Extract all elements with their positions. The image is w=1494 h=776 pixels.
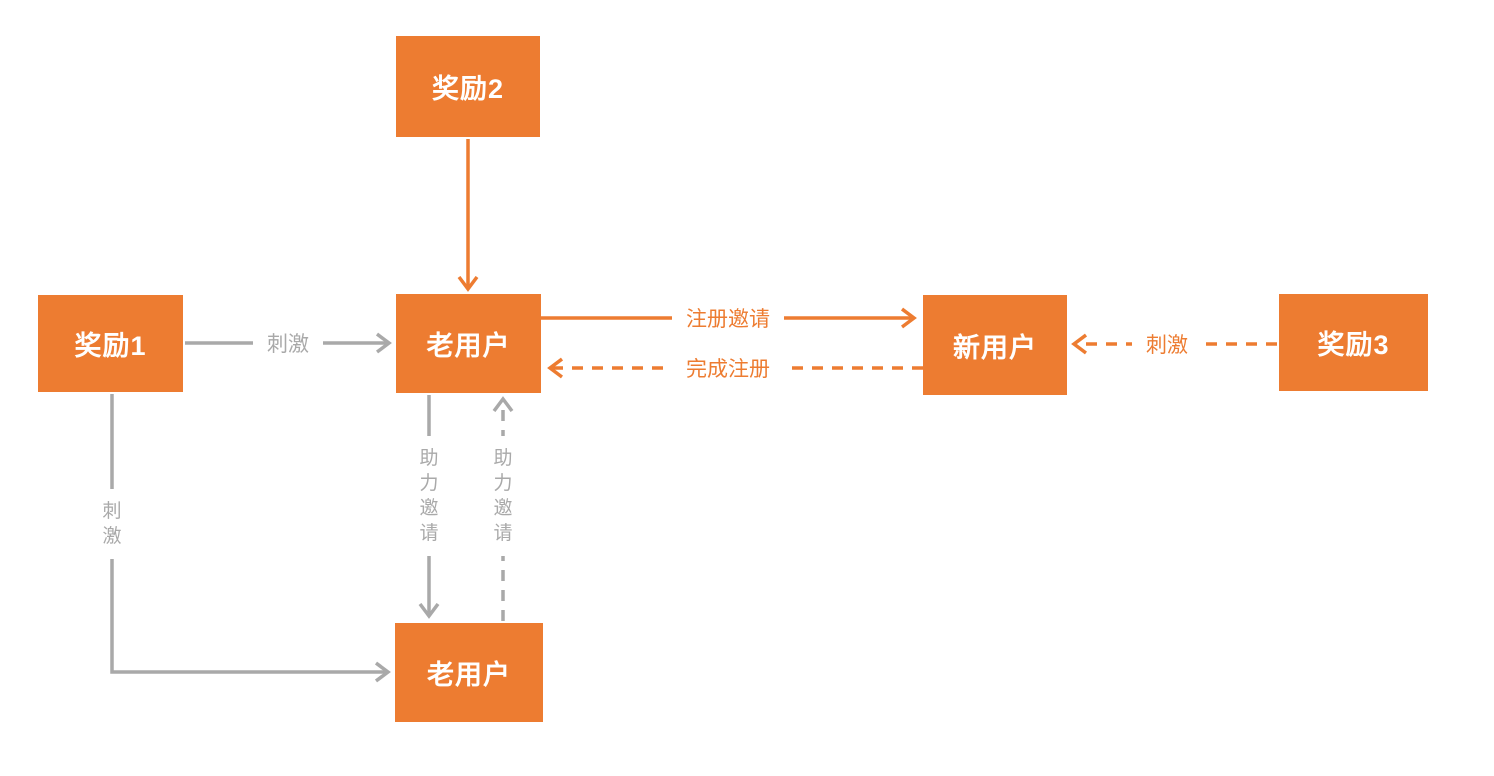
- node-old-user-top: 老用户: [396, 294, 541, 393]
- node-reward1-label: 奖励1: [74, 331, 147, 361]
- edge-label-register-invite: 注册邀请: [672, 301, 784, 335]
- edge-label-reward3-stimulate: 刺激: [1132, 327, 1202, 361]
- edge-label-assist-invite-down: 助力邀请: [417, 436, 441, 556]
- node-reward2: 奖励2: [396, 36, 540, 137]
- node-reward3: 奖励3: [1279, 294, 1428, 391]
- edge-label-reward1-stimulate-bottom: 刺激: [100, 489, 124, 559]
- arrow-reward1-to-old-user-bottom: [110, 394, 387, 672]
- node-old-user-bottom-label: 老用户: [427, 660, 511, 690]
- node-new-user: 新用户: [923, 295, 1067, 395]
- edge-label-complete-register: 完成注册: [672, 351, 784, 385]
- node-old-user-top-label: 老用户: [426, 331, 511, 361]
- node-reward2-label: 奖励2: [431, 74, 505, 104]
- node-new-user-label: 新用户: [953, 332, 1037, 363]
- edge-label-reward1-stimulate: 刺激: [253, 326, 323, 360]
- node-reward1: 奖励1: [38, 295, 183, 392]
- node-reward3-label: 奖励3: [1317, 330, 1390, 360]
- node-old-user-bottom: 老用户: [395, 623, 543, 722]
- edge-label-assist-invite-up: 助力邀请: [491, 436, 515, 556]
